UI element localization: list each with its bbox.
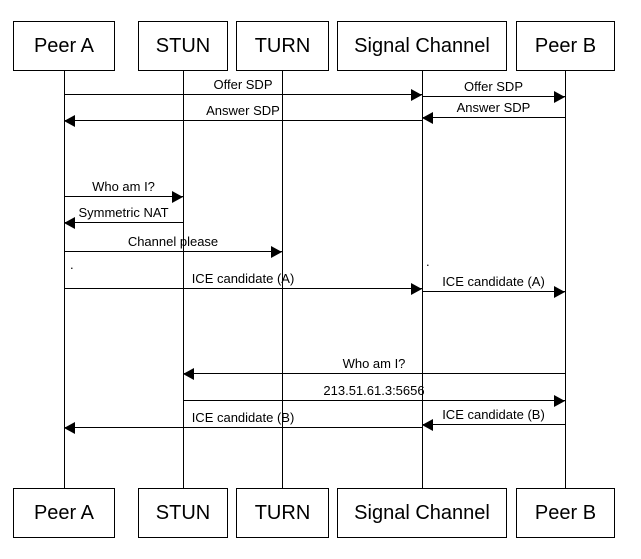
arrowhead-left-who-am-i (183, 368, 194, 380)
arrowhead-right-offer-sdp (554, 91, 565, 103)
message-label-ice-candidate-b: ICE candidate (B) (191, 410, 295, 425)
actor-label-turn: TURN (254, 34, 311, 57)
message-label-offer-sdp: Offer SDP (463, 79, 523, 94)
message-label-who-am-i: Who am I? (92, 179, 155, 194)
actor-box-top-stun: STUN (138, 21, 228, 71)
actor-label-signal-channel: Signal Channel (354, 501, 490, 524)
message-line-answer-sdp (422, 117, 565, 119)
actor-label-peer-b: Peer B (534, 34, 597, 57)
arrowhead-left-ice-candidate-b (422, 419, 433, 431)
actor-label-peer-a: Peer A (33, 501, 95, 524)
message-line-answer-sdp (64, 120, 422, 122)
message-label-offer-sdp: Offer SDP (213, 77, 273, 92)
message-label-213-51-61-3-5656: 213.51.61.3:5656 (323, 383, 425, 398)
arrowhead-right-213-51-61-3-5656 (554, 395, 565, 407)
arrowhead-left-answer-sdp (64, 115, 75, 127)
lifeline-turn (282, 71, 283, 488)
arrowhead-left-ice-candidate-b (64, 422, 75, 434)
actor-box-bottom-peer-a: Peer A (13, 488, 115, 538)
arrowhead-right-channel-please (271, 246, 282, 258)
lifeline-peer-b (565, 71, 566, 488)
actor-box-top-peer-b: Peer B (516, 21, 615, 71)
message-line-213-51-61-3-5656 (183, 400, 565, 402)
message-line-who-am-i (183, 373, 565, 375)
message-line-ice-candidate-a (64, 288, 422, 290)
dot-note: . (426, 254, 430, 269)
lifeline-signal-channel (422, 71, 423, 488)
arrowhead-left-symmetric-nat (64, 217, 75, 229)
message-line-symmetric-nat (64, 222, 183, 224)
actor-box-bottom-stun: STUN (138, 488, 228, 538)
actor-label-signal-channel: Signal Channel (354, 34, 490, 57)
actor-box-top-signal-channel: Signal Channel (337, 21, 507, 71)
arrowhead-right-offer-sdp (411, 89, 422, 101)
message-label-ice-candidate-a: ICE candidate (A) (191, 271, 295, 286)
message-label-answer-sdp: Answer SDP (206, 103, 280, 118)
actor-box-top-turn: TURN (236, 21, 329, 71)
message-label-symmetric-nat: Symmetric NAT (78, 205, 169, 220)
message-line-channel-please (64, 251, 282, 253)
arrowhead-right-ice-candidate-a (411, 283, 422, 295)
actor-label-stun: STUN (155, 501, 211, 524)
arrowhead-right-ice-candidate-a (554, 286, 565, 298)
message-label-channel-please: Channel please (127, 234, 219, 249)
dot-note: . (70, 257, 74, 272)
lifeline-peer-a (64, 71, 65, 488)
actor-box-top-peer-a: Peer A (13, 21, 115, 71)
message-line-who-am-i (64, 196, 183, 198)
message-line-ice-candidate-a (422, 291, 565, 293)
arrowhead-left-answer-sdp (422, 112, 433, 124)
message-label-answer-sdp: Answer SDP (456, 100, 531, 115)
message-label-who-am-i: Who am I? (342, 356, 406, 371)
actor-box-bottom-turn: TURN (236, 488, 329, 538)
arrowhead-right-who-am-i (172, 191, 183, 203)
actor-label-peer-a: Peer A (33, 34, 95, 57)
actor-box-bottom-signal-channel: Signal Channel (337, 488, 507, 538)
message-label-ice-candidate-a: ICE candidate (A) (442, 274, 545, 289)
message-line-offer-sdp (64, 94, 422, 96)
message-line-offer-sdp (422, 96, 565, 98)
actor-box-bottom-peer-b: Peer B (516, 488, 615, 538)
actor-label-stun: STUN (155, 34, 211, 57)
lifeline-stun (183, 71, 184, 488)
message-line-ice-candidate-b (422, 424, 565, 426)
message-line-ice-candidate-b (64, 427, 422, 429)
message-label-ice-candidate-b: ICE candidate (B) (442, 407, 545, 422)
actor-label-turn: TURN (254, 501, 311, 524)
actor-label-peer-b: Peer B (534, 501, 597, 524)
